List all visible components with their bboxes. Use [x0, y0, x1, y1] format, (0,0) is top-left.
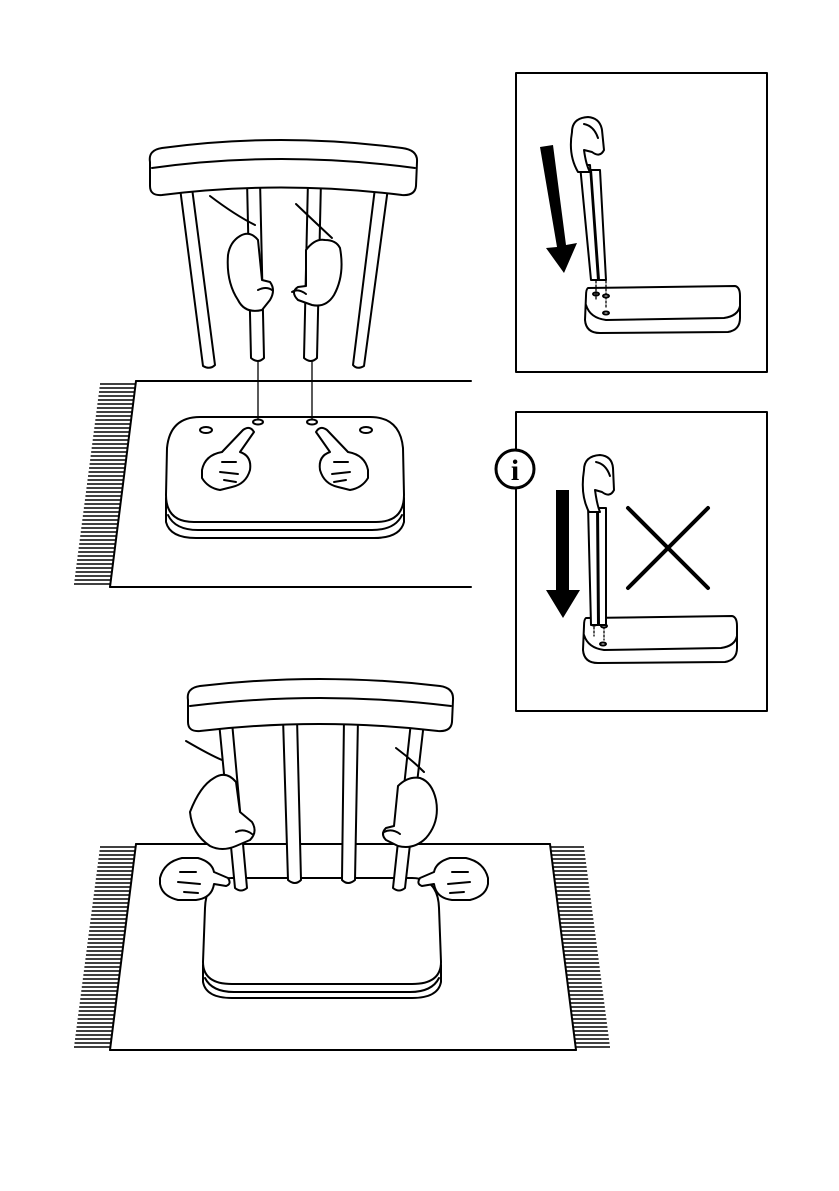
chair-back-icon — [150, 140, 417, 195]
arrow-down-icon — [540, 145, 577, 273]
incorrect-panel — [516, 412, 767, 711]
cross-icon — [628, 508, 708, 588]
arrow-down-icon — [546, 490, 580, 618]
step-insert-spindles — [74, 140, 471, 587]
correct-panel — [516, 73, 767, 372]
chair-side-icon — [571, 117, 740, 333]
hand-icon — [210, 196, 273, 311]
chair-side-icon — [583, 455, 737, 663]
spindle — [180, 180, 388, 368]
chair-back-icon — [188, 679, 453, 731]
spindle — [219, 718, 424, 891]
info-icon-glyph: i — [511, 454, 519, 487]
info-icon: i — [496, 450, 534, 488]
seat-icon — [203, 878, 441, 998]
step-press-together — [74, 679, 610, 1050]
hand-icon — [186, 741, 255, 849]
